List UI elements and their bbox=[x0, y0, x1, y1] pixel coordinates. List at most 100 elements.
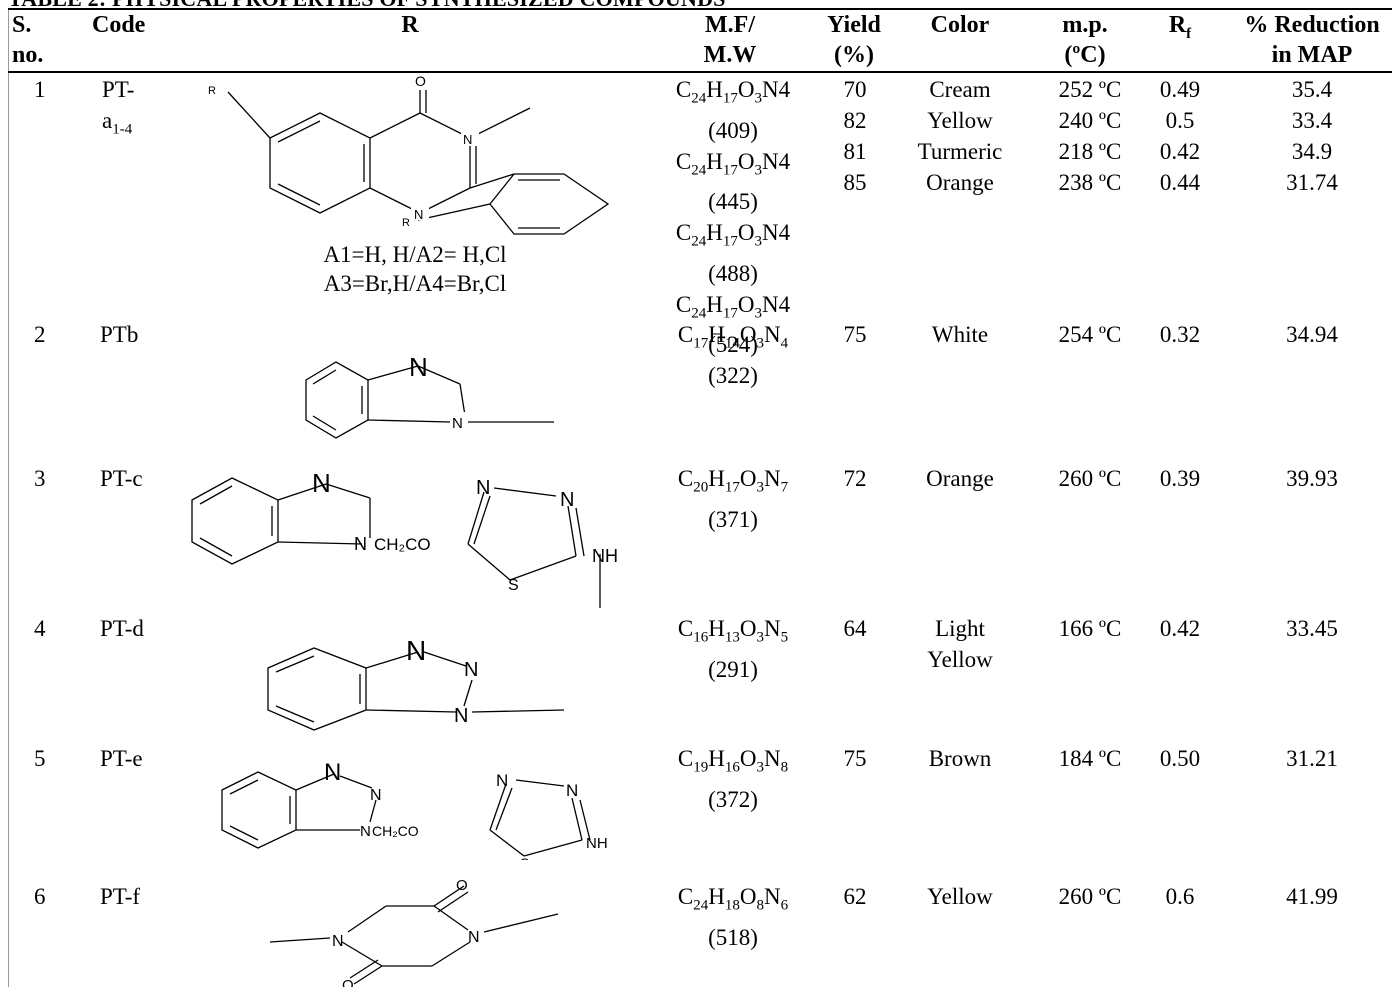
mol-n-label: N bbox=[312, 468, 331, 498]
header-sno-line2: no. bbox=[12, 42, 44, 68]
row2-mf-mw: C17H14O3N4(322) bbox=[648, 319, 818, 391]
formula-subscript: 14 bbox=[724, 335, 740, 352]
header-rf-main: R bbox=[1168, 12, 1187, 38]
header-mf-line1: M.F/ bbox=[705, 12, 755, 38]
row2-color: White bbox=[931, 322, 989, 347]
formula-element: H bbox=[708, 746, 725, 771]
row1-mf-mw: C24H17O3N4(409)C24H17O3N4(445)C24H17O3N4… bbox=[648, 74, 818, 360]
mol-r-label: R bbox=[208, 85, 216, 97]
header-code: Code bbox=[92, 12, 146, 38]
formula-subscript: 17 bbox=[722, 305, 738, 322]
formula-subscript: 8 bbox=[756, 897, 764, 914]
formula-subscript: 8 bbox=[780, 759, 789, 776]
molecular-weight: (409) bbox=[708, 117, 758, 143]
formula-element: C bbox=[677, 616, 694, 641]
cell-line: 218 ºC bbox=[1058, 139, 1122, 164]
formula-subscript: 3 bbox=[754, 162, 762, 179]
cell-line: Cream bbox=[929, 77, 991, 102]
row5-mf-mw: C19H16O3N8(372) bbox=[648, 743, 818, 815]
formula-subscript: 24 bbox=[691, 90, 707, 107]
formula-element: C bbox=[677, 322, 694, 347]
benzotriazole-thiadiazole-structure: N N N CH₂CO N N S NH bbox=[210, 750, 630, 860]
formula-element: N bbox=[763, 616, 781, 641]
row5-code: PT-e bbox=[100, 746, 143, 771]
formula-subscript: 5 bbox=[780, 629, 789, 646]
formula-subscript: 3 bbox=[754, 305, 762, 322]
formula-subscript: 24 bbox=[691, 233, 707, 250]
formula-subscript: 17 bbox=[722, 162, 738, 179]
molecular-formula: C17H14O3N4 bbox=[648, 319, 818, 360]
header-mp: m.p. (ºC) bbox=[1030, 10, 1140, 70]
formula-element: H bbox=[708, 322, 725, 347]
formula-subscript: 24 bbox=[693, 897, 709, 914]
cell-line: 252 ºC bbox=[1058, 77, 1122, 102]
molecular-weight: (291) bbox=[708, 656, 758, 682]
formula-subscript: 4 bbox=[780, 335, 789, 352]
formula-subscript: 24 bbox=[691, 162, 707, 179]
formula-element: H bbox=[706, 77, 723, 102]
cell-line: 85 bbox=[843, 170, 867, 195]
mol-n-label: N bbox=[468, 929, 480, 946]
formula-subscript: 3 bbox=[754, 90, 762, 107]
molecular-weight: (524) bbox=[708, 332, 758, 358]
cell-line: Light bbox=[935, 616, 985, 641]
row6-yield: 62 bbox=[843, 884, 867, 909]
table-caption: TABLE 2: PHYSICAL PROPERTIES OF SYNTHESI… bbox=[8, 0, 726, 12]
formula-subscript: 16 bbox=[724, 759, 740, 776]
benzimidazole-thiadiazole-structure: N N CH₂CO N N S NH bbox=[184, 458, 644, 613]
row2-mp: 254 ºC bbox=[1058, 322, 1122, 347]
mol-n-label: N bbox=[560, 489, 574, 511]
formula-subscript: 3 bbox=[756, 629, 764, 646]
header-mf-mw: M.F/ M.W bbox=[650, 10, 810, 70]
formula-subscript: 7 bbox=[780, 479, 789, 496]
header-r: R bbox=[401, 12, 419, 38]
formula-element: C bbox=[675, 291, 692, 317]
formula-element: N bbox=[763, 466, 781, 491]
formula-element: C bbox=[677, 884, 694, 909]
formula-element: O bbox=[737, 291, 755, 317]
cell-line: 0.5 bbox=[1165, 108, 1195, 133]
row6-color: Yellow bbox=[927, 884, 993, 909]
mol-n-label: N bbox=[566, 781, 578, 800]
header-reduction: % Reduction in MAP bbox=[1232, 10, 1392, 70]
molecular-formula: C24H18O8N6 bbox=[648, 881, 818, 922]
header-mf-line2: M.W bbox=[703, 42, 757, 68]
mol-n-label: N bbox=[332, 933, 344, 950]
formula-element: O bbox=[739, 616, 757, 641]
row3-reduction: 39.93 bbox=[1286, 466, 1338, 491]
row3-mp: 260 ºC bbox=[1058, 466, 1122, 491]
header-mp-line2: (ºC) bbox=[1064, 42, 1106, 68]
header-sno: S. no. bbox=[12, 10, 72, 70]
mol-n-label: N bbox=[354, 534, 367, 554]
formula-subscript: 20 bbox=[693, 479, 709, 496]
molecular-weight: (518) bbox=[708, 924, 758, 950]
cell-line: Turmeric bbox=[917, 139, 1003, 164]
formula-element: O bbox=[737, 77, 755, 102]
header-bottom-rule bbox=[8, 71, 1392, 73]
formula-subscript: 6 bbox=[780, 897, 789, 914]
mol-o-label: O bbox=[456, 877, 468, 894]
mol-o-label: O bbox=[415, 73, 426, 89]
formula-element: H bbox=[706, 291, 723, 317]
row4-mp: 166 ºC bbox=[1058, 616, 1122, 641]
mol-n-label: N bbox=[370, 787, 382, 804]
mol-r-label: R bbox=[402, 217, 410, 229]
mol-n-label: N bbox=[454, 705, 468, 727]
mol-nh-label: NH bbox=[592, 546, 618, 566]
header-reduction-line1: % Reduction bbox=[1244, 12, 1380, 38]
row1-code-line1: PT- bbox=[102, 77, 135, 102]
formula-element: H bbox=[708, 884, 725, 909]
formula-element: O bbox=[739, 466, 757, 491]
molecular-weight: (488) bbox=[708, 260, 758, 286]
cell-line: 238 ºC bbox=[1058, 170, 1122, 195]
diketopiperazine-structure: N N O O bbox=[262, 876, 582, 987]
row2-yield: 75 bbox=[843, 322, 867, 347]
molecular-weight: (372) bbox=[708, 786, 758, 812]
cell-line: 0.44 bbox=[1159, 170, 1201, 195]
row1-r-label2: A3=Br,H/A4=Br,Cl bbox=[323, 271, 507, 296]
cell-line: Orange bbox=[926, 170, 994, 195]
